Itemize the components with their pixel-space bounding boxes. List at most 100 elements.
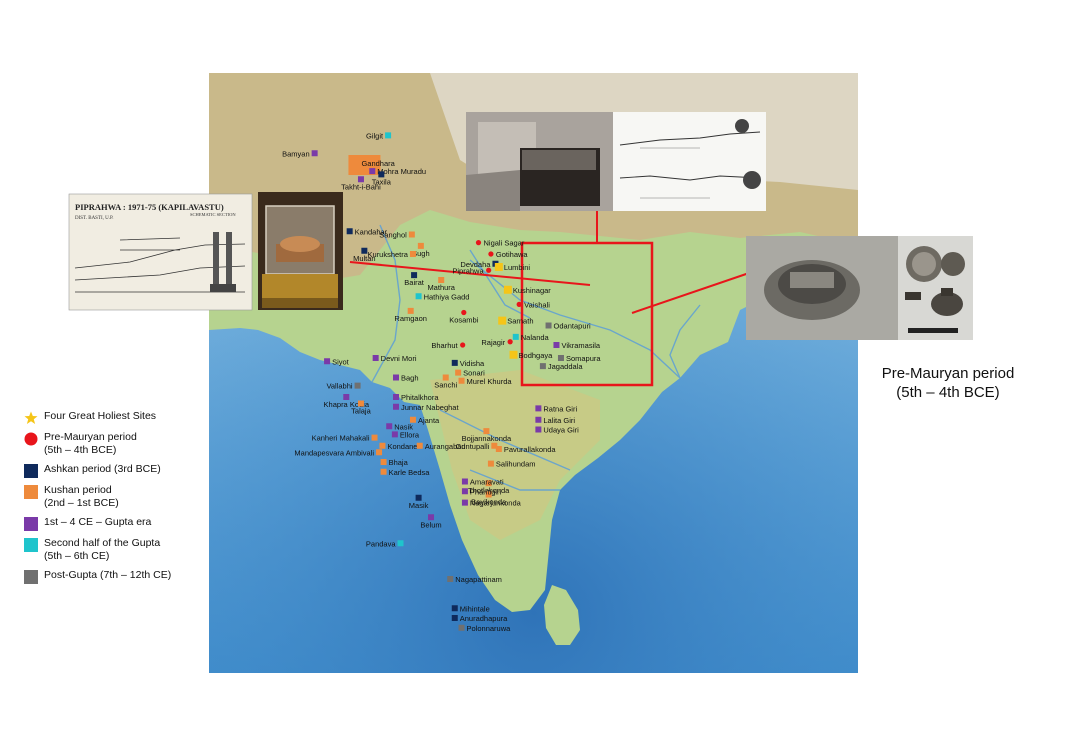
site-label: Thotlakonda	[468, 486, 510, 495]
site-marker-kushinagar	[503, 285, 512, 294]
site-label: Phitalkhora	[401, 393, 439, 402]
site-label: Salihundam	[496, 460, 536, 469]
legend-item-gupta: 1st – 4 CE – Gupta era	[24, 516, 224, 531]
site-label: Rajagir	[481, 338, 505, 347]
site-label: Hathiya Gadd	[424, 292, 470, 301]
inset-section-drawing: PIPRAHWA : 1971-75 (KAPILAVASTU) DIST. B…	[68, 193, 253, 311]
site-marker-nigali-sagar	[475, 240, 482, 246]
site-marker-sugh	[417, 242, 424, 249]
site-label: Khapra Kodia	[324, 400, 370, 409]
inset-stupa-photo	[746, 236, 973, 340]
site-label: Devdaha	[460, 260, 491, 269]
site-label: Bamyan	[282, 149, 310, 158]
site-label: Nigali Sagar	[483, 239, 524, 248]
site-marker-kosambi	[461, 309, 467, 316]
legend-label: Four Great Holiest Sites	[44, 410, 157, 422]
site-marker-talaja	[357, 400, 364, 407]
site-marker-bamyan	[311, 150, 318, 157]
legend-label: Post-Gupta (7th – 12th CE)	[44, 569, 172, 581]
site-label: Lumbini	[504, 263, 531, 272]
site-marker-lalita-giri	[535, 416, 542, 423]
site-label: Devni Mori	[381, 354, 417, 363]
legend-label-2: (5th – 6th CE)	[44, 550, 110, 562]
site-label: Pavurallakonda	[504, 445, 557, 454]
site-label: Sanchi	[434, 381, 457, 390]
site-marker-kanheri-mahakali	[371, 434, 378, 441]
site-marker-vikramasila	[553, 342, 560, 348]
site-label: Guntupalli	[456, 442, 490, 451]
site-marker-devni-mori	[372, 355, 379, 361]
site-label: Odantapuri	[554, 322, 591, 331]
site-marker-pavurallakonda	[495, 446, 502, 452]
site-label: Mohra Muradu	[377, 167, 426, 176]
legend-label-2: (5th – 4th BCE)	[44, 444, 117, 456]
site-label: Mathura	[427, 283, 455, 292]
site-label: Kanheri Mahakali	[312, 434, 370, 443]
site-marker-multan	[361, 247, 368, 254]
site-marker-vaishali	[516, 301, 522, 307]
site-marker-kurukshetra	[409, 251, 416, 257]
site-marker-taxila	[378, 171, 385, 178]
site-marker-ramgaon	[407, 307, 414, 314]
site-marker-kandahar	[346, 228, 353, 235]
site-marker-nalanda	[512, 333, 519, 340]
site-label: Nalanda	[521, 333, 550, 342]
site-marker-ajanta	[409, 416, 416, 423]
site-label: Sarnath	[507, 317, 533, 326]
site-marker-mohra-muradu	[369, 168, 376, 175]
site-marker-guntupalli	[491, 442, 498, 449]
site-marker-siyot	[324, 358, 331, 365]
site-marker-nasik	[386, 423, 393, 430]
site-label: Udaya Giri	[543, 426, 579, 435]
navy-square-icon	[24, 464, 38, 478]
legend-item-holy: Four Great Holiest Sites	[24, 410, 224, 425]
cyan-square-icon	[24, 538, 38, 552]
site-label: Belum	[420, 520, 441, 529]
site-marker-masik	[415, 494, 422, 501]
site-marker-hathiya-gadd	[415, 293, 422, 300]
inset-subtitle: DIST. BASTI, U.P.	[75, 216, 114, 221]
period-caption: Pre-Mauryan period (5th – 4th BCE)	[848, 364, 1048, 402]
site-marker-mandapesvara-ambivali	[376, 449, 383, 456]
site-label: Vidisha	[460, 359, 485, 368]
inset-casket-photo	[258, 192, 343, 310]
site-label: Karle Bedsa	[389, 468, 431, 477]
site-label: Nagapattinam	[455, 575, 502, 584]
site-marker-khapra-kodia	[343, 394, 350, 400]
site-marker-nagapattinam	[447, 576, 454, 582]
site-marker-sanghol	[408, 231, 415, 238]
legend-label: Ashkan period (3rd BCE)	[44, 463, 161, 475]
site-label: Bharhut	[431, 341, 458, 350]
site-label: Bhaja	[389, 458, 409, 467]
period-caption-line1: Pre-Mauryan period	[881, 365, 1015, 382]
orange-square-icon	[24, 485, 38, 499]
site-label: Takht-i-Bahi	[341, 182, 381, 191]
site-label: Siyot	[332, 357, 350, 366]
map-deccan	[430, 370, 600, 540]
site-label: Mandapesvara Ambivali	[294, 448, 374, 457]
legend-item-post: Post-Gupta (7th – 12th CE)	[24, 569, 224, 584]
legend-item-pre: Pre-Mauryan period(5th – 4th BCE)	[24, 431, 224, 457]
site-marker-mihintale	[451, 605, 458, 612]
site-label: Sonari	[463, 369, 485, 378]
site-marker-odantapuri	[545, 322, 552, 329]
site-label: Vaishali	[524, 300, 550, 309]
site-label: Gandhara	[361, 159, 395, 168]
site-marker-pandava	[397, 540, 404, 547]
legend-item-ashokan: Ashkan period (3rd BCE)	[24, 463, 224, 478]
site-marker-bharhut	[460, 342, 466, 348]
site-label: Bojjannakonda	[462, 434, 512, 443]
site-marker-junnar-nabeghat	[393, 403, 399, 410]
site-label: Lalita Giri	[543, 416, 575, 425]
site-label: Somapura	[566, 354, 601, 363]
site-label: Bodhgaya	[519, 351, 554, 360]
site-marker-jagaddala	[539, 363, 546, 370]
site-marker-amaravati	[461, 478, 468, 485]
site-marker-gilgit	[385, 132, 392, 139]
site-marker-aurangabad	[416, 442, 423, 449]
site-label: Pandava	[366, 539, 396, 548]
legend-label: Kushan period	[44, 484, 112, 496]
site-label: Ellora	[400, 430, 420, 439]
site-label: Ratna Giri	[543, 404, 577, 413]
